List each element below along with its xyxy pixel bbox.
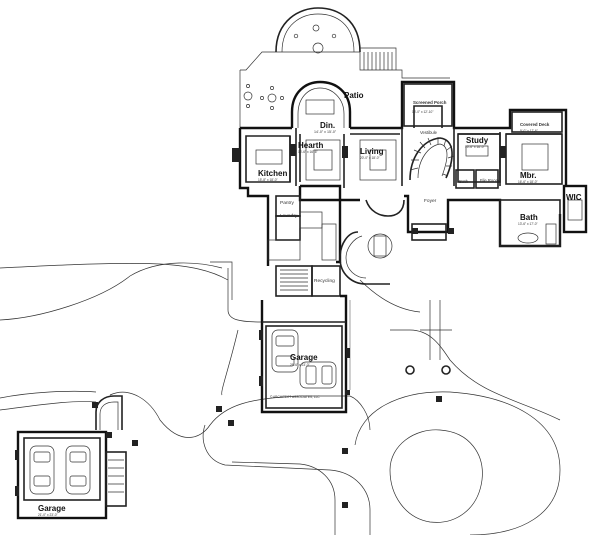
hearth-label: Hearth bbox=[298, 141, 323, 150]
wic-label: WIC bbox=[566, 193, 582, 202]
terrace-steps bbox=[360, 47, 397, 70]
living-dims: 20'-0" x 18'-0" bbox=[360, 156, 380, 160]
pantry-label: Pantry bbox=[280, 200, 294, 206]
detached-garage-label: Garage bbox=[38, 504, 66, 513]
mbr-label: Mbr. bbox=[520, 171, 536, 180]
room-labels: Patio Din. 14'-0" x 15'-0" Screened Porc… bbox=[38, 91, 582, 517]
bath-dims: 13'-6" x 17'-0" bbox=[518, 222, 538, 226]
living-label: Living bbox=[360, 147, 384, 156]
foyer-label: Foyer bbox=[424, 198, 437, 204]
patio-terrace bbox=[239, 7, 450, 128]
dining-label: Din. bbox=[320, 121, 335, 130]
laundry-label: Laundry bbox=[280, 213, 298, 219]
patio-tables bbox=[243, 24, 337, 110]
study-label: Study bbox=[466, 136, 489, 145]
main-garage-dims: 26'-6" x 23'-0" bbox=[290, 363, 310, 367]
screened-porch-dims: 15'-0" x 12'-10" bbox=[412, 110, 433, 114]
recycling-label: Recycling bbox=[314, 278, 335, 284]
credit-text: © ARCHITECT ASSOCIATES, LLC bbox=[270, 395, 320, 399]
file-room-label: File Room bbox=[480, 178, 500, 183]
vestibule-label: Vestibule bbox=[420, 130, 438, 135]
detached-garage bbox=[15, 395, 127, 520]
small-bath-label: Bath bbox=[459, 179, 469, 184]
kitchen-label: Kitchen bbox=[258, 169, 287, 178]
dining-dims: 14'-0" x 15'-0" bbox=[314, 130, 337, 134]
patio-label: Patio bbox=[344, 91, 364, 100]
mbr-dims: 16'-6" x 18'-0" bbox=[518, 180, 538, 184]
study-dims: 15'-6" x 16'-0" bbox=[465, 145, 485, 149]
screened-porch-label: Screened Porch bbox=[413, 100, 447, 105]
front-court bbox=[92, 228, 454, 508]
bath-label: Bath bbox=[520, 213, 538, 222]
covered-deck-dims: 9'-0" x 17'-6" bbox=[520, 129, 538, 133]
covered-deck-label: Covered Deck bbox=[520, 122, 550, 127]
detached-garage-dims: 21'-0" x 23'-0" bbox=[38, 513, 58, 517]
main-garage bbox=[259, 294, 350, 414]
main-garage-label: Garage bbox=[290, 353, 318, 362]
site-lines bbox=[0, 261, 561, 535]
hearth-dims: 16'-6" x 16'-6" bbox=[298, 150, 318, 154]
house-walls bbox=[232, 80, 588, 297]
kitchen-dims: 15'-8" x 18'-0" bbox=[258, 178, 278, 182]
